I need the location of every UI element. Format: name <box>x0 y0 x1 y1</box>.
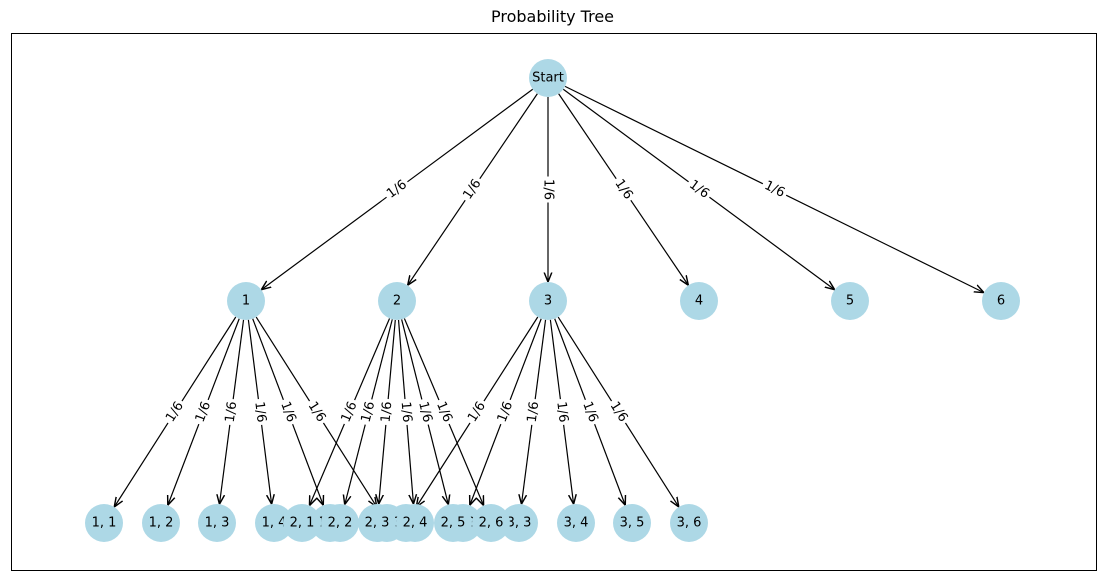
edge-probability-label: 1/6 <box>396 398 416 426</box>
edge-probability-label: 1/6 <box>604 396 633 428</box>
node-level1-1: 1 <box>227 282 265 320</box>
node-level2-17: 3, 6 <box>670 504 708 542</box>
svg-text:1, 2: 1, 2 <box>149 516 174 531</box>
chart-title: Probability Tree <box>491 7 614 26</box>
svg-text:3, 5: 3, 5 <box>620 516 645 531</box>
svg-text:1/6: 1/6 <box>525 401 543 424</box>
svg-text:1/6: 1/6 <box>415 400 435 424</box>
svg-text:3, 6: 3, 6 <box>677 516 702 531</box>
node-level1-4: 4 <box>680 282 718 320</box>
node-level1-3: 3 <box>529 282 567 320</box>
edge-probability-label: 1/6 <box>191 396 216 428</box>
edge-probability-label: 1/6 <box>302 396 331 428</box>
edge-probability-label: 1/6 <box>552 398 572 426</box>
node-level2-2: 1, 3 <box>198 504 236 542</box>
svg-text:4: 4 <box>695 294 703 309</box>
node-level2-10: 2, 5 <box>434 504 472 542</box>
edge-probability-label: 1/6 <box>493 396 518 428</box>
edge-probability-label: 1/6 <box>414 397 436 427</box>
edge-probability-label: 1/6 <box>609 174 638 205</box>
svg-text:1/6: 1/6 <box>193 400 214 425</box>
edge-probability-label: 1/6 <box>275 397 301 427</box>
edge-probability-label: 1/6 <box>431 396 457 428</box>
edge-probability-label: 1/6 <box>540 176 556 203</box>
svg-text:1/6: 1/6 <box>359 400 379 424</box>
node-level2-16: 3, 5 <box>613 504 651 542</box>
node-start: Start <box>529 59 567 97</box>
svg-text:1/6: 1/6 <box>553 401 571 424</box>
node-level1-2: 2 <box>378 282 416 320</box>
node-level2-14: 3, 3 <box>500 504 538 542</box>
svg-text:1, 3: 1, 3 <box>205 516 230 531</box>
node-level2-7: 2, 2 <box>321 504 359 542</box>
edge-probability-label: 1/6 <box>337 396 362 428</box>
svg-text:2, 3: 2, 3 <box>365 516 390 531</box>
svg-text:1/6: 1/6 <box>541 179 556 200</box>
svg-text:2: 2 <box>393 294 401 309</box>
node-level2-9: 2, 4 <box>396 504 434 542</box>
svg-text:2, 6: 2, 6 <box>479 516 504 531</box>
svg-text:1/6: 1/6 <box>277 400 298 425</box>
node-level2-15: 3, 4 <box>557 504 595 542</box>
node-level2-3: 1, 4 <box>255 504 293 542</box>
edge-probability-label: 1/6 <box>377 398 397 426</box>
svg-text:1/6: 1/6 <box>579 400 600 425</box>
svg-text:6: 6 <box>997 294 1005 309</box>
node-level2-6: 2, 1 <box>283 504 321 542</box>
node-level2-11: 2, 6 <box>472 504 510 542</box>
edge-probability-label: 1/6 <box>381 175 413 204</box>
svg-text:1/6: 1/6 <box>495 400 516 425</box>
edge-probability-label: 1/6 <box>250 398 270 426</box>
svg-text:2, 5: 2, 5 <box>441 516 466 531</box>
svg-text:2, 2: 2, 2 <box>328 516 353 531</box>
svg-text:2, 1: 2, 1 <box>290 516 315 531</box>
svg-text:1/6: 1/6 <box>398 401 415 423</box>
node-level2-0: 1, 1 <box>85 504 123 542</box>
svg-text:1, 4: 1, 4 <box>262 516 287 531</box>
edge-probability-label: 1/6 <box>221 398 242 426</box>
svg-text:Start: Start <box>532 71 564 86</box>
edge-probability-label: 1/6 <box>458 174 487 205</box>
svg-text:3: 3 <box>544 294 552 309</box>
node-level1-5: 5 <box>831 282 869 320</box>
node-level2-8: 2, 3 <box>358 504 396 542</box>
svg-text:3, 4: 3, 4 <box>564 516 589 531</box>
edge-probability-label: 1/6 <box>463 396 491 428</box>
edge-probability-label: 1/6 <box>161 396 189 428</box>
edge-probability-label: 1/6 <box>683 175 715 204</box>
svg-text:1: 1 <box>242 294 250 309</box>
svg-text:1, 1: 1, 1 <box>92 516 117 531</box>
node-level2-1: 1, 2 <box>142 504 180 542</box>
edge-probability-label: 1/6 <box>357 397 380 427</box>
svg-text:1/6: 1/6 <box>379 401 396 423</box>
edge-probability-label: 1/6 <box>523 398 544 426</box>
svg-text:2, 4: 2, 4 <box>403 516 428 531</box>
svg-text:3, 3: 3, 3 <box>507 516 532 531</box>
node-level1-6: 6 <box>982 282 1020 320</box>
edge-probability-label: 1/6 <box>577 397 603 427</box>
plot-frame <box>11 33 1097 571</box>
edge-probability-label: 1/6 <box>759 176 790 203</box>
svg-text:1/6: 1/6 <box>251 401 269 424</box>
svg-text:5: 5 <box>846 294 854 309</box>
svg-text:1/6: 1/6 <box>223 401 241 424</box>
